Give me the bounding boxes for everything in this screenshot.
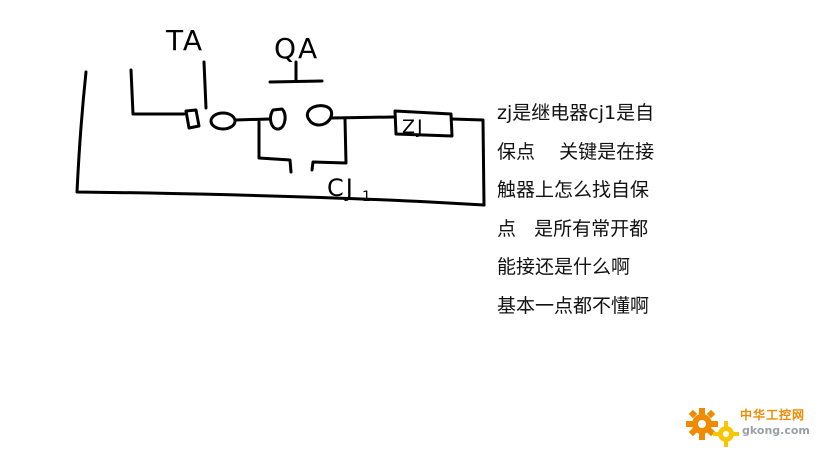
- watermark-en: gkong.com: [742, 424, 810, 437]
- ta-label: TA: [165, 24, 204, 57]
- watermark-cn: 中华工控网: [740, 408, 806, 422]
- ta-contact-right: [209, 111, 237, 131]
- right-wire: [450, 117, 486, 207]
- cj-subscript: 1: [362, 189, 373, 205]
- cj1-branch-left: [257, 120, 293, 174]
- gkong-watermark: 中华工控网 gkong.com: [682, 402, 817, 452]
- cj1-branch-right: [310, 117, 348, 172]
- qa-contact-right: [305, 104, 334, 127]
- left-wire: [75, 70, 486, 207]
- note-line: zj是继电器cj1是自: [497, 102, 655, 124]
- ta-switch-stem: [202, 60, 208, 110]
- ta-contact-left: [184, 108, 201, 130]
- question-note: zj是继电器cj1是自 保点 关键是在接 触器上怎么找自保 点 是所有常开都 能…: [497, 94, 682, 325]
- qa-contact-left: [269, 107, 287, 131]
- zj-label: ZJ: [402, 116, 425, 138]
- note-line: 基本一点都不懂啊: [497, 294, 650, 317]
- note-line: 点 是所有常开都: [497, 217, 649, 240]
- zj-coil: [393, 109, 454, 138]
- gear-icon: [686, 408, 739, 447]
- note-line: 能接还是什么啊: [497, 256, 631, 278]
- cj-label: CJ: [327, 174, 355, 202]
- note-line: 保点 关键是在接: [497, 140, 655, 163]
- qa-switch-bar: [268, 79, 324, 84]
- note-line: 触器上怎么找自保: [497, 179, 650, 201]
- qa-zj-wire: [329, 115, 395, 120]
- qa-label: QA: [274, 32, 319, 65]
- ta-lead-wire: [129, 68, 186, 116]
- ta-qa-wire: [233, 117, 272, 122]
